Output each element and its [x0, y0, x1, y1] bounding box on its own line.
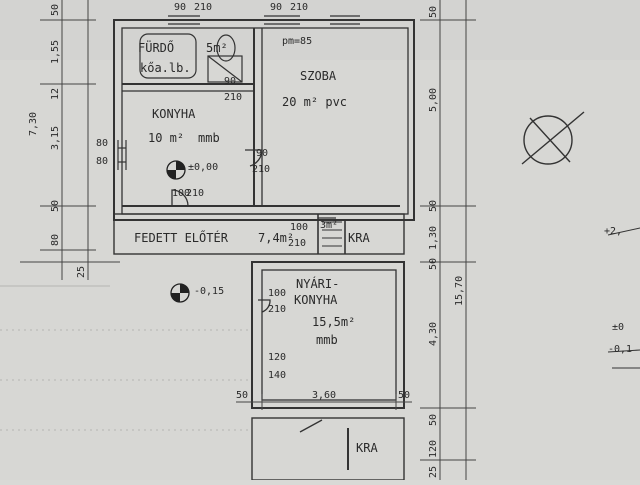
- left-dimension-labels: 50 1,55 12 3,15 50 80 25 7,30: [28, 4, 87, 278]
- opening-top-2-a: 90: [270, 2, 282, 13]
- opening-window-a: 80: [96, 138, 108, 149]
- nyari-dimension-labels: 3,60 50 50: [236, 390, 410, 401]
- opening-nyari-a: 100: [268, 288, 286, 299]
- room-nyari-area: 15,5m²: [312, 315, 355, 329]
- kitchen-window: [117, 140, 127, 170]
- main-outer-wall: [113, 19, 415, 221]
- nyari-left-label: 50: [236, 390, 248, 401]
- right-dim-6: 4,30: [428, 322, 439, 346]
- room-eloter-area: 7,4m²: [258, 231, 294, 245]
- opening-top-1-a: 90: [174, 2, 186, 13]
- north-arrow-icon: [521, 111, 585, 165]
- right-dim-total: 15,70: [454, 276, 465, 306]
- walls: [113, 19, 415, 481]
- opening-top-1-b: 210: [194, 2, 212, 13]
- room-labels: FÜRDŐ kőa.lb. 5m² SZOBA 20 m² pvc pm=85 …: [134, 36, 378, 455]
- room-szoba-area: 20 m² pvc: [282, 95, 347, 109]
- right-dim-8: 120: [428, 440, 439, 458]
- opening-mid-a: 90: [256, 148, 268, 159]
- stair-hatch: [322, 221, 342, 247]
- room-kra2-name: KRA: [356, 441, 378, 455]
- opening-top-2-b: 210: [290, 2, 308, 13]
- opening-konyha-a: 100: [172, 188, 190, 199]
- konyha-door-swing: [171, 189, 189, 207]
- room-konyha-name: KONYHA: [152, 107, 196, 121]
- room-nyari-name-1: NYÁRI-: [296, 276, 339, 291]
- right-dim-3: 50: [428, 200, 439, 212]
- room-kra1-name: KRA: [348, 231, 370, 245]
- opening-labels: 90 210 90 210 90 210 80 80 90 210 100 21…: [96, 2, 308, 381]
- left-dim-3: 12: [50, 88, 61, 100]
- level-labels: ±0,00 -0,15 +2, ±0 -0,1: [188, 162, 632, 355]
- room-kra1-area: 3m²: [320, 220, 338, 231]
- opening-window2-b: 140: [268, 370, 286, 381]
- opening-konyha-b: 210: [186, 188, 204, 199]
- level-right-1: +2,: [604, 226, 622, 237]
- top-window-marks: [168, 15, 360, 25]
- left-dim-5: 50: [50, 200, 61, 212]
- opening-window2-a: 120: [268, 352, 286, 363]
- opening-furdo-b: 210: [224, 92, 242, 103]
- room-konyha-area: 10 m²: [148, 131, 184, 145]
- opening-nyari-b: 210: [268, 304, 286, 315]
- nyari-width-label: 3,60: [312, 390, 336, 401]
- left-dim-7: 25: [76, 266, 87, 278]
- left-dim-total: 7,30: [28, 112, 39, 136]
- room-furdo-sub: kőa.lb.: [140, 61, 191, 75]
- opening-furdo-a: 90: [224, 76, 236, 87]
- opening-kra-a: 100: [290, 222, 308, 233]
- right-dim-5: 50: [428, 258, 439, 270]
- level-outside: -0,15: [194, 286, 224, 297]
- room-furdo-area: 5m²: [206, 41, 228, 55]
- left-dim-4: 3,15: [50, 126, 61, 150]
- right-dim-7: 50: [428, 414, 439, 426]
- level-right-3: -0,1: [608, 344, 632, 355]
- veranda-outline: [113, 213, 405, 255]
- left-dimension-lines: [20, 0, 120, 280]
- opening-mid-b: 210: [252, 164, 270, 175]
- right-dimension-lines: [420, 0, 476, 480]
- toilet: [216, 34, 236, 62]
- level-main: ±0,00: [188, 162, 218, 173]
- left-dim-6: 80: [50, 234, 61, 246]
- nyari-width-dim: [236, 394, 412, 410]
- right-edge-marks: [607, 227, 640, 369]
- szoba-door-swing: [245, 149, 263, 167]
- room-szoba-name: SZOBA: [300, 69, 337, 83]
- level-right-2: ±0: [612, 322, 624, 333]
- right-dim-9: 25: [428, 466, 439, 478]
- doors: [171, 149, 336, 433]
- opening-kra-b: 210: [288, 238, 306, 249]
- room-nyari-floor: mmb: [316, 333, 338, 347]
- left-dim-2: 1,55: [50, 40, 61, 64]
- room-konyha-floor: mmb: [198, 131, 220, 145]
- faint-guides: [0, 285, 250, 431]
- room-furdo-name: FÜRDŐ: [138, 39, 174, 55]
- right-dimension-labels: 50 5,00 50 1,30 50 4,30 50 120 25 15,70: [428, 6, 465, 478]
- level-markers: [166, 160, 190, 303]
- right-dim-1: 50: [428, 6, 439, 18]
- right-dim-4: 1,30: [428, 226, 439, 250]
- basin: [207, 55, 243, 83]
- room-szoba-pm: pm=85: [282, 36, 312, 47]
- bathroom-fixtures: [139, 33, 243, 83]
- opening-window-b: 80: [96, 156, 108, 167]
- nyari-right-label: 50: [398, 390, 410, 401]
- right-dim-2: 5,00: [428, 88, 439, 112]
- room-nyari-name-2: KONYHA: [294, 293, 338, 307]
- summer-kitchen-wall: [251, 261, 405, 409]
- room-eloter-name: FEDETT ELŐTÉR: [134, 230, 229, 245]
- paper-shade: [0, 0, 640, 60]
- bathtub: [139, 33, 197, 79]
- left-dim-1: 50: [50, 4, 61, 16]
